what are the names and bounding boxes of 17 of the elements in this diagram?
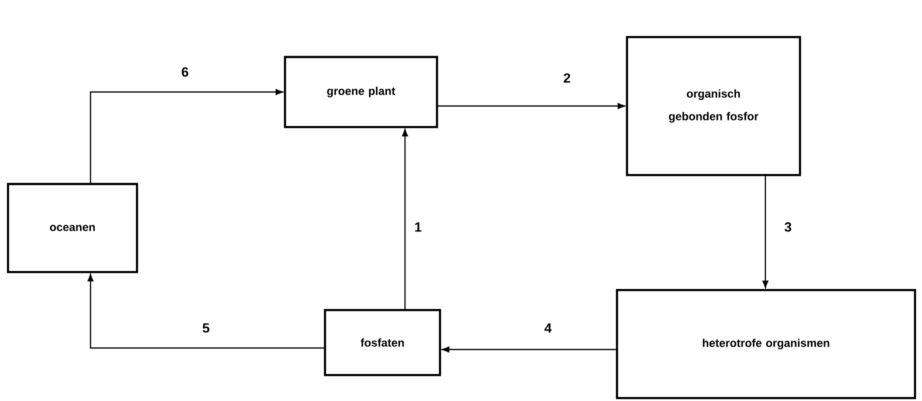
arrow [762,175,768,288]
process-box: fosfaten [324,308,442,376]
arrow [442,346,617,352]
edge-label: 4 [544,323,552,333]
edge-label: 2 [564,73,570,83]
process-box: heterotrofe organismen [616,288,916,400]
process-box: groene plant [284,56,438,128]
arrow [402,129,408,310]
arrow [88,274,325,349]
process-box: organisch gebonden fosfor [626,36,802,176]
edge-label: 5 [202,323,210,333]
process-box: oceanen [6,182,138,274]
arrow [437,103,625,109]
edge-label: 3 [784,222,792,232]
arrow [90,89,284,184]
edge-label: 6 [182,67,188,77]
edge-label: 1 [415,222,422,232]
